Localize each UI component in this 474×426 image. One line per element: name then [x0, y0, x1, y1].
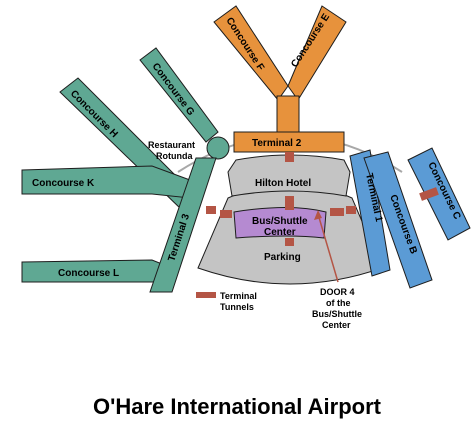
- terminal-3: [149, 157, 217, 293]
- door-4-arrowhead: [314, 210, 322, 220]
- hilton-hotel: [227, 154, 351, 197]
- label-concourse-l: Concourse L: [58, 268, 119, 279]
- label-restaurant-rotunda-1: Restaurant: [148, 140, 195, 150]
- terminal-1: [349, 149, 391, 277]
- door-4-label-3: Bus/Shuttle: [312, 309, 362, 319]
- door-4-label-1: DOOR 4: [320, 287, 355, 297]
- tunnel-t1-bus: [330, 208, 344, 216]
- concourse-b: [363, 151, 433, 289]
- bus-shuttle-center: [233, 207, 327, 239]
- label-bus-center-1: Bus/Shuttle: [252, 216, 308, 227]
- restaurant-rotunda: [206, 136, 230, 160]
- tunnel-bus-parking: [285, 238, 294, 246]
- tunnel-t3-bus: [206, 206, 216, 214]
- concourse-fe-stem: [276, 95, 300, 137]
- label-parking: Parking: [264, 252, 301, 263]
- label-restaurant-rotunda-2: Rotunda: [156, 151, 193, 161]
- label-hilton-hotel: Hilton Hotel: [255, 178, 311, 189]
- label-bus-center-2: Center: [264, 227, 296, 238]
- legend-label-2: Tunnels: [220, 302, 254, 312]
- label-concourse-g: Concourse G: [150, 61, 197, 118]
- tunnel-hotel-bus: [285, 196, 294, 210]
- legend-label-1: Terminal: [220, 291, 257, 301]
- concourse-g: [139, 47, 219, 143]
- label-terminal-2: Terminal 2: [252, 138, 302, 149]
- tunnel-t3-bus-b: [220, 210, 232, 218]
- tunnel-t1-bus-b: [346, 206, 356, 214]
- door-4-label-2: of the: [326, 298, 351, 308]
- door-4-pointer: [317, 213, 339, 283]
- concourse-c: [407, 147, 471, 241]
- label-concourse-k: Concourse K: [32, 178, 95, 189]
- door-4-label-4: Center: [322, 320, 351, 330]
- legend-tunnel-swatch: [196, 292, 216, 298]
- tunnel-b-c: [419, 187, 439, 201]
- tunnel-t2-hotel: [285, 152, 294, 162]
- map-title: O'Hare International Airport: [93, 394, 382, 419]
